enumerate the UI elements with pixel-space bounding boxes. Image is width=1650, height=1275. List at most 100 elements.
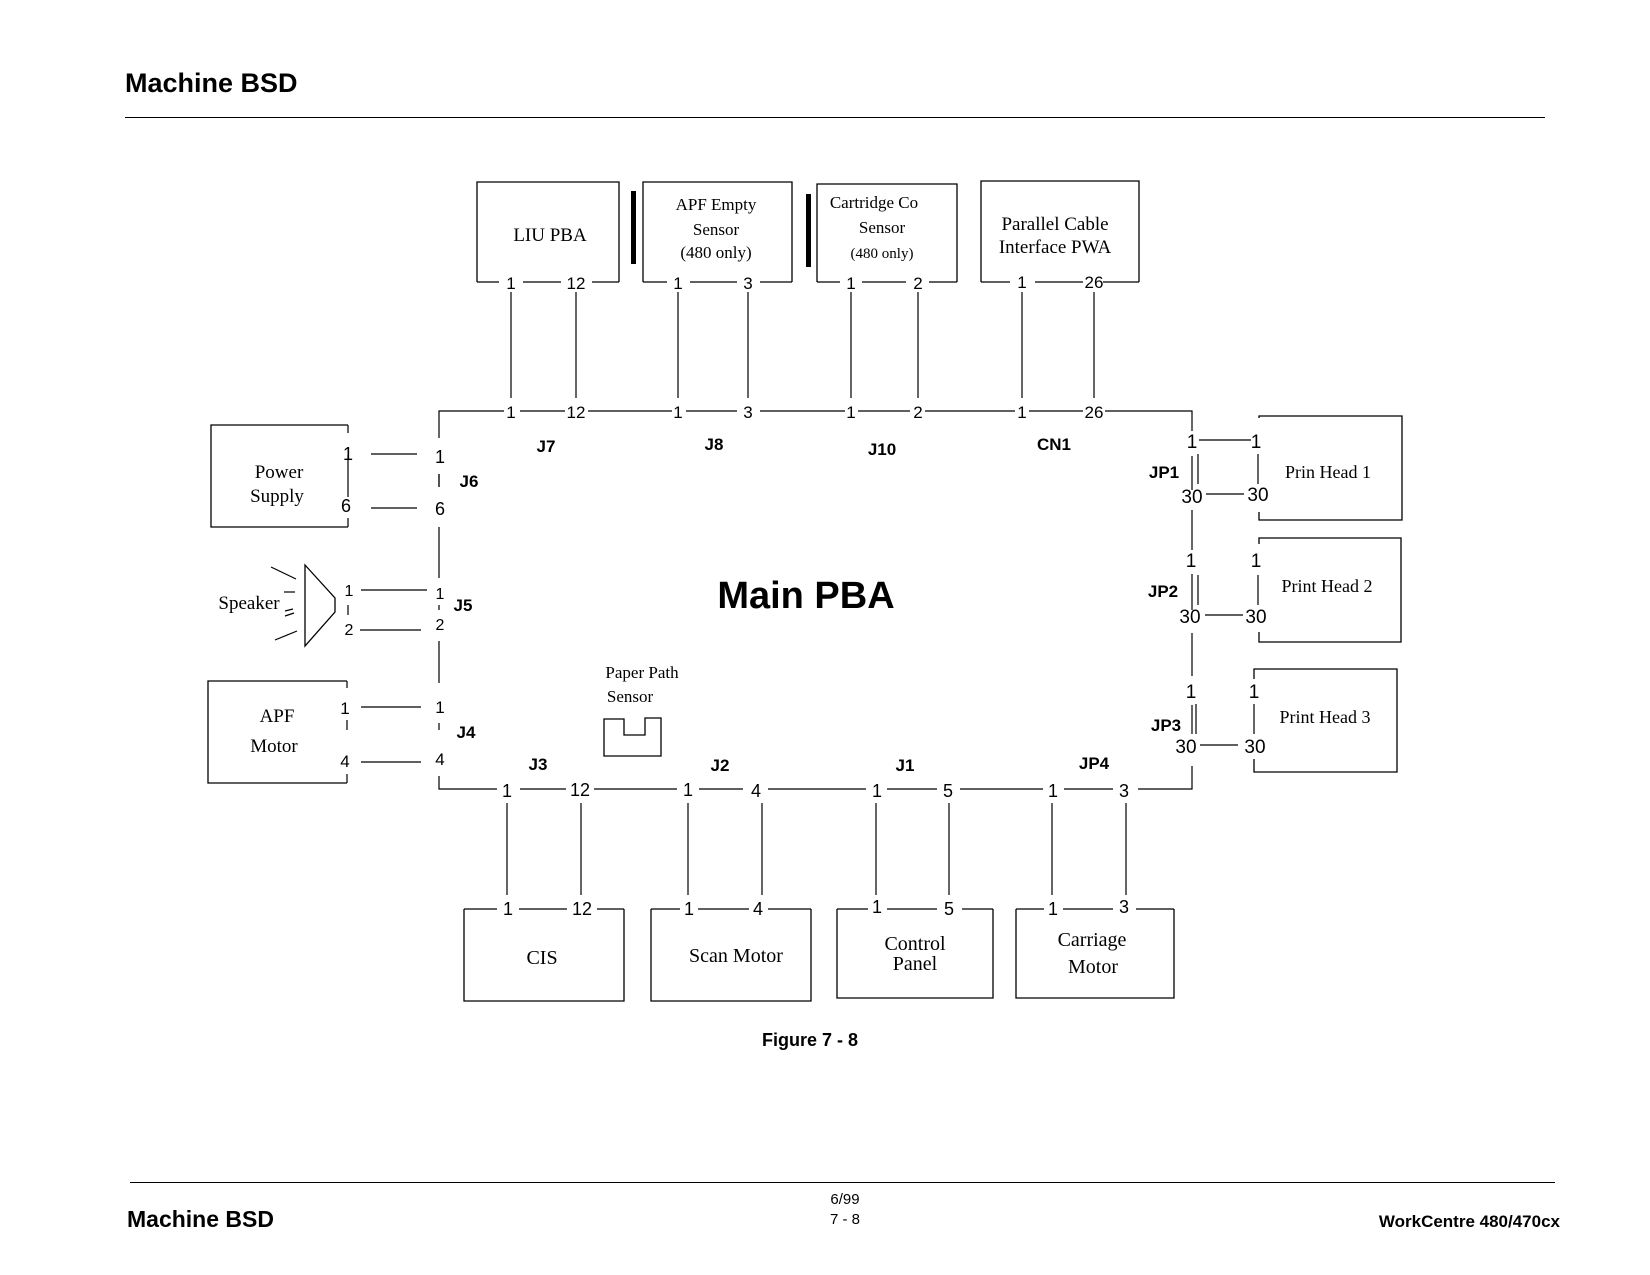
pin-label: 1 bbox=[1017, 403, 1026, 422]
connector-jp3: JP3 bbox=[1151, 716, 1181, 735]
speaker-label: Speaker bbox=[218, 593, 280, 614]
pin-label: 3 bbox=[743, 403, 752, 422]
connector-j6: J6 bbox=[460, 472, 479, 491]
pin-label: 12 bbox=[572, 899, 592, 919]
pin-label: 30 bbox=[1179, 607, 1200, 628]
pin-label: 1 bbox=[435, 698, 444, 717]
pin-label: 1 bbox=[1251, 432, 1262, 453]
control-panel-label-1: Control bbox=[884, 933, 946, 955]
pin-label: 4 bbox=[751, 781, 761, 801]
page-title: Machine BSD bbox=[125, 68, 298, 98]
pin-label: 1 bbox=[345, 583, 354, 600]
cis-module: CIS bbox=[463, 908, 625, 1002]
pin-label: 1 bbox=[343, 444, 353, 464]
scan-motor-module: Scan Motor bbox=[650, 908, 812, 1002]
connector-cn1: CN1 bbox=[1037, 435, 1071, 454]
figure-caption: Figure 7 - 8 bbox=[761, 1030, 859, 1050]
pin-label: 6 bbox=[435, 499, 445, 519]
pin-label: 1 bbox=[684, 899, 694, 919]
connector-j8: J8 bbox=[705, 435, 724, 454]
pin-label: 2 bbox=[436, 617, 445, 634]
connector-j5: J5 bbox=[454, 596, 473, 615]
pin-label: 1 bbox=[1251, 551, 1262, 572]
liu-pba-module: LIU PBA bbox=[476, 181, 620, 282]
apf-sensor-label-3: (480 only) bbox=[680, 243, 751, 262]
paper-path-sensor-icon bbox=[603, 717, 662, 757]
pin-label: 3 bbox=[743, 274, 752, 293]
footer-date: 6/99 bbox=[830, 1191, 860, 1208]
pin-label: 3 bbox=[1119, 897, 1129, 917]
footer-title: Machine BSD bbox=[127, 1206, 274, 1232]
pin-label: 3 bbox=[1119, 781, 1129, 801]
pin-label: 1 bbox=[1017, 273, 1026, 292]
pin-label: 6 bbox=[341, 496, 351, 516]
print-head-3-label: Print Head 3 bbox=[1280, 707, 1371, 727]
connector-j7: J7 bbox=[537, 437, 556, 456]
pin-label: 1 bbox=[846, 274, 855, 293]
pin-label: 1 bbox=[436, 586, 445, 603]
connector-jp4: JP4 bbox=[1079, 754, 1110, 773]
connector-j3: J3 bbox=[529, 755, 548, 774]
pin-label: 1 bbox=[673, 403, 682, 422]
pin-label: 1 bbox=[846, 403, 855, 422]
parallel-cable-interface-module: Parallel Cable Interface PWA bbox=[980, 180, 1140, 282]
carriage-motor-label-2: Motor bbox=[1068, 956, 1118, 978]
pin-label: 1 bbox=[872, 781, 882, 801]
apf-sensor-label-1: APF Empty bbox=[676, 195, 757, 214]
apf-motor-label-2: Motor bbox=[250, 736, 298, 757]
pin-label: 5 bbox=[943, 781, 953, 801]
print-head-2-label: Print Head 2 bbox=[1282, 576, 1373, 596]
apf-empty-sensor-module: APF Empty Sensor (480 only) bbox=[642, 181, 793, 282]
connector-jp2: JP2 bbox=[1148, 582, 1178, 601]
pin-label: 1 bbox=[1249, 682, 1260, 703]
footer-page-number: 7 - 8 bbox=[829, 1211, 860, 1228]
main-pba-outline bbox=[438, 410, 1193, 790]
pin-label: 4 bbox=[753, 899, 763, 919]
pin-label: 30 bbox=[1247, 485, 1268, 506]
print-head-1-module: Prin Head 1 bbox=[1258, 415, 1403, 521]
print-head-2-module: Print Head 2 bbox=[1258, 537, 1402, 643]
pin-label: 1 bbox=[503, 899, 513, 919]
print-head-3-module: Print Head 3 bbox=[1253, 668, 1398, 773]
connector-j10: J10 bbox=[868, 440, 896, 459]
power-supply-label-2: Supply bbox=[250, 486, 304, 507]
apf-motor-label-1: APF bbox=[260, 706, 295, 727]
connector-j4: J4 bbox=[457, 723, 476, 742]
pin-label: 1 bbox=[506, 274, 515, 293]
pin-label: 2 bbox=[345, 622, 354, 639]
power-supply-label-1: Power bbox=[255, 462, 304, 483]
cartridge-sensor-module: Cartridge Co Sensor (480 only) bbox=[816, 183, 958, 282]
pin-label: 2 bbox=[913, 403, 922, 422]
parallel-label-1: Parallel Cable bbox=[1001, 214, 1108, 235]
pin-label: 30 bbox=[1181, 487, 1202, 508]
paper-path-sensor-label-1: Paper Path bbox=[605, 663, 679, 682]
footer-product: WorkCentre 480/470cx bbox=[1378, 1212, 1560, 1231]
pin-label: 1 bbox=[435, 447, 445, 467]
pin-label: 30 bbox=[1244, 737, 1265, 758]
control-panel-module: Control Panel bbox=[836, 908, 994, 999]
pin-label: 12 bbox=[570, 780, 590, 800]
pin-label: 4 bbox=[340, 752, 349, 771]
parallel-label-2: Interface PWA bbox=[999, 237, 1112, 258]
cis-label: CIS bbox=[526, 947, 557, 969]
pin-label: 1 bbox=[1048, 781, 1058, 801]
carriage-motor-module: Carriage Motor bbox=[1015, 908, 1175, 999]
divider-bar bbox=[806, 194, 811, 267]
pin-label: 1 bbox=[673, 274, 682, 293]
control-panel-label-2: Panel bbox=[893, 953, 938, 975]
divider-bar bbox=[631, 191, 636, 264]
connector-j2: J2 bbox=[711, 756, 730, 775]
scan-motor-label: Scan Motor bbox=[689, 945, 783, 967]
pin-label: 26 bbox=[1085, 403, 1104, 422]
pin-label: 26 bbox=[1085, 273, 1104, 292]
carriage-motor-label-1: Carriage bbox=[1058, 929, 1127, 951]
pin-label: 1 bbox=[506, 403, 515, 422]
top-vertical-wires bbox=[510, 292, 1095, 398]
cartridge-sensor-label-3: (480 only) bbox=[851, 246, 914, 262]
footer-rule bbox=[130, 1182, 1555, 1183]
apf-motor-module: APF Motor bbox=[207, 680, 348, 784]
footer-page-info: 6/99 7 - 8 bbox=[790, 1190, 900, 1230]
cartridge-sensor-label-2: Sensor bbox=[859, 218, 906, 237]
pin-label: 12 bbox=[567, 274, 586, 293]
